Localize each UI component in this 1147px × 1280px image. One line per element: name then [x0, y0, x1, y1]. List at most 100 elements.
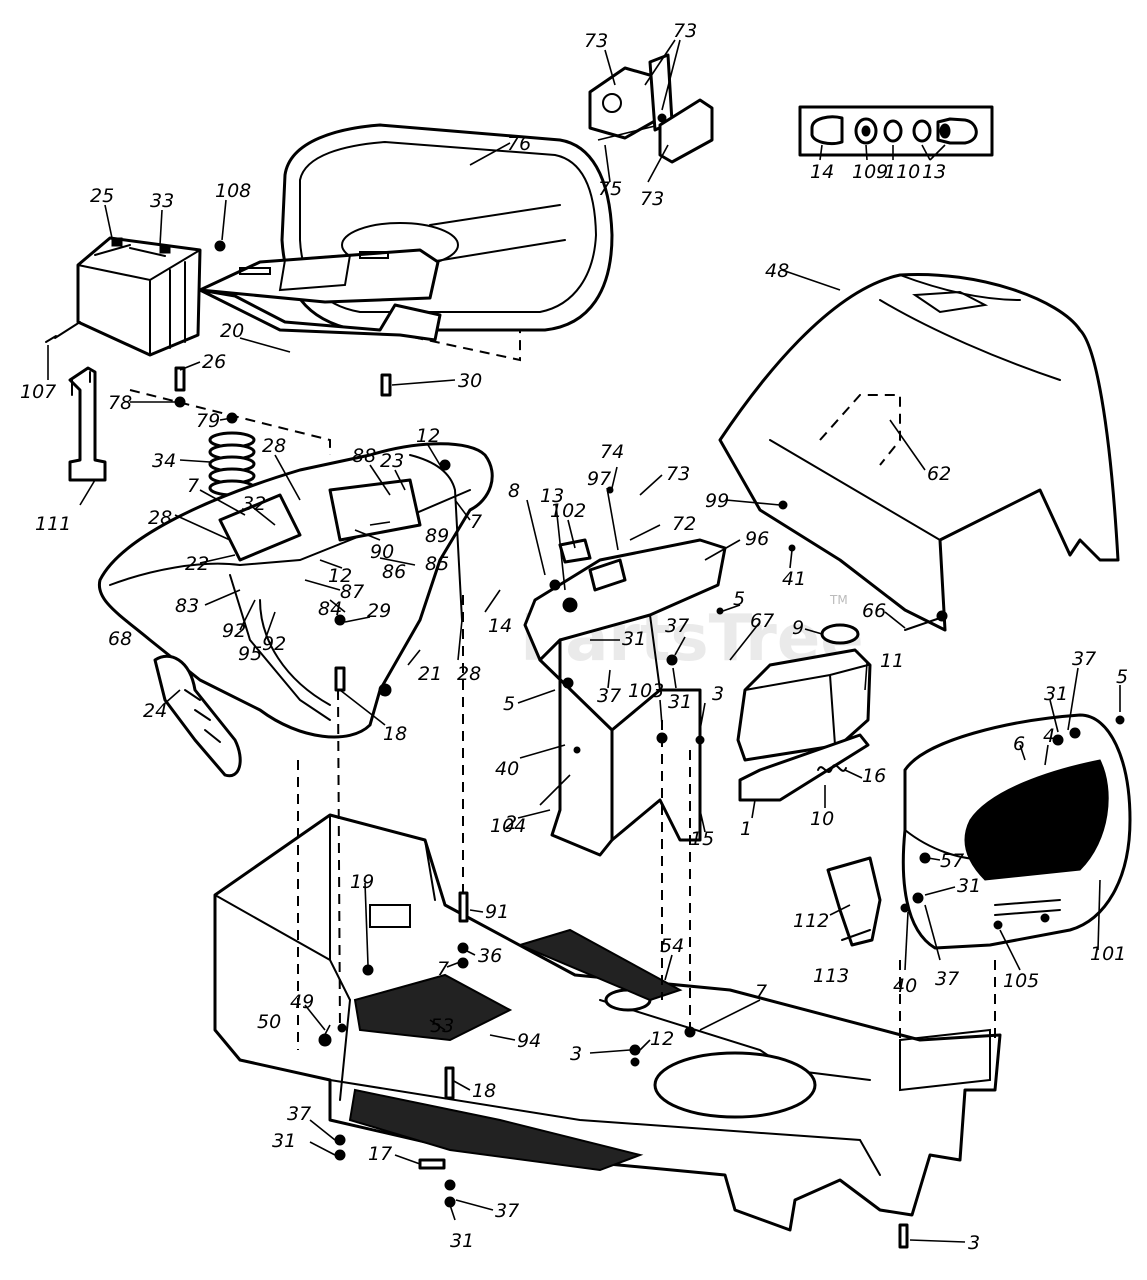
callout-label: 67 [750, 610, 774, 632]
callout-label: 40 [495, 758, 519, 780]
callout-label: 49 [290, 991, 314, 1013]
callout-label: 37 [1072, 648, 1096, 670]
callout-label: 78 [108, 392, 132, 414]
callout-label: 66 [862, 600, 886, 622]
callout-label: 83 [175, 595, 199, 617]
callout-label: 28 [262, 435, 286, 457]
fuel-tank [736, 623, 872, 802]
callout-label: 14 [488, 615, 512, 637]
callout-label: 95 [238, 643, 262, 665]
callout-label: 25 [90, 185, 114, 207]
callout-label: 37 [287, 1103, 311, 1125]
callout-label: 73 [666, 463, 690, 485]
callout-label: 30 [458, 370, 482, 392]
callout-label: 110 [884, 161, 920, 183]
callout-labels: 73 73 76 75 73 14 109 110 13 25 33 108 1… [20, 20, 1128, 1254]
nose-grille [901, 713, 1132, 950]
callout-label: 3 [570, 1043, 582, 1065]
callout-label: 96 [745, 528, 769, 550]
spring [208, 431, 256, 497]
callout-label: 68 [108, 628, 132, 650]
callout-label: 1 [740, 818, 752, 840]
callout-label: 91 [485, 901, 509, 923]
callout-label: 111 [35, 513, 71, 535]
rear-fender [97, 442, 494, 739]
ignition-inset [798, 105, 994, 157]
callout-label: 16 [862, 765, 886, 787]
callout-label: 86 [382, 561, 406, 583]
callout-label: 37 [665, 615, 689, 637]
callout-label: 103 [628, 680, 664, 702]
callout-label: 10 [810, 808, 834, 830]
callout-label: 22 [185, 553, 209, 575]
callout-label: 19 [350, 871, 374, 893]
callout-label: 74 [600, 441, 624, 463]
callout-label: 15 [690, 828, 714, 850]
callout-label: 104 [490, 815, 526, 837]
seat-adjust-bracket [588, 53, 714, 164]
callout-label: 40 [893, 975, 917, 997]
callout-label: 108 [215, 180, 251, 202]
callout-label: 4 [1043, 725, 1055, 747]
callout-label: 37 [597, 685, 621, 707]
shift-rod [409, 454, 463, 621]
assembly-lines [129, 389, 996, 1050]
callout-label: 88 [352, 445, 376, 467]
callout-label: 57 [940, 850, 964, 872]
callout-label: 31 [272, 1130, 296, 1152]
callout-label: 5 [1116, 666, 1128, 688]
callout-label: 89 [425, 525, 449, 547]
callout-label: 62 [927, 463, 951, 485]
callout-label: 12 [416, 425, 440, 447]
callout-label: 36 [478, 945, 502, 967]
callout-label: 18 [472, 1080, 496, 1102]
callout-label: 5 [503, 693, 515, 715]
callout-label: 32 [242, 493, 266, 515]
callout-label: 73 [673, 20, 697, 42]
callout-label: 72 [672, 513, 696, 535]
callout-label: 28 [148, 507, 172, 529]
callout-label: 13 [540, 485, 564, 507]
callout-label: 37 [495, 1200, 519, 1222]
callout-label: 54 [660, 935, 684, 957]
callout-label: 87 [340, 581, 364, 603]
callout-label: 20 [220, 320, 244, 342]
callout-label: 37 [935, 968, 959, 990]
callout-label: 107 [20, 381, 56, 403]
callout-label: 11 [880, 650, 904, 672]
callout-label: 109 [852, 161, 888, 183]
seat-adjust-lever [153, 654, 242, 778]
callout-label: 31 [450, 1230, 474, 1252]
grille-bracket [826, 856, 882, 947]
callout-label: 97 [587, 468, 611, 490]
callout-label: 12 [328, 565, 352, 587]
callout-label: 3 [712, 683, 724, 705]
callout-label: 34 [152, 450, 176, 472]
callout-label: 94 [517, 1030, 541, 1052]
callout-label: 31 [957, 875, 981, 897]
callout-label: 85 [425, 553, 449, 575]
callout-label: 6 [1013, 733, 1025, 755]
callout-label: 79 [196, 410, 220, 432]
callout-label: 31 [622, 628, 646, 650]
seat-plate [198, 248, 442, 342]
callout-label: 31 [668, 691, 692, 713]
callout-label: 2 [505, 812, 517, 834]
callout-label: 102 [550, 500, 586, 522]
hood [718, 272, 1120, 632]
callout-label: 99 [705, 490, 729, 512]
callout-label: 7 [755, 981, 767, 1003]
callout-label: 112 [793, 910, 829, 932]
callout-label: 105 [1003, 970, 1039, 992]
callout-label: 41 [782, 568, 806, 590]
callout-label: 84 [318, 598, 342, 620]
callout-label: 48 [765, 260, 789, 282]
callout-label: 73 [640, 188, 664, 210]
battery-strap [68, 366, 107, 482]
callout-label: 23 [380, 450, 404, 472]
watermark-trademark: TM [829, 593, 848, 607]
callout-label: 26 [202, 351, 226, 373]
battery [54, 236, 202, 357]
leader-lines [47, 39, 1121, 1243]
